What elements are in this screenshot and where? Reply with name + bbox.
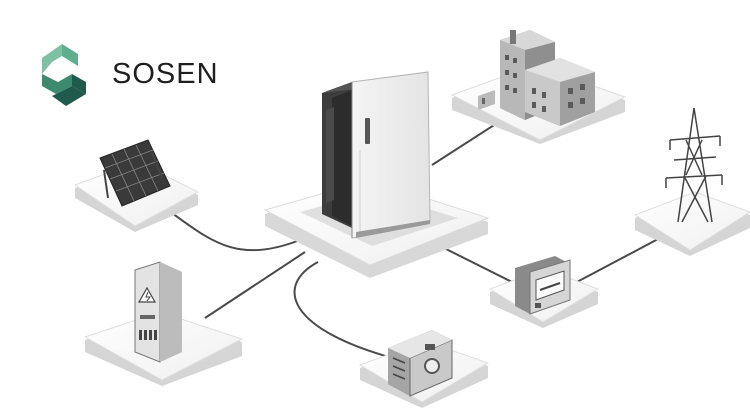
cabinet-dark-panel [332, 90, 352, 226]
brand-name: SOSEN [112, 58, 219, 90]
cabinet-display [365, 118, 370, 144]
cable-to-generator [293, 261, 401, 361]
cable-to-buildings [431, 117, 506, 166]
electric-meter-icon [515, 256, 571, 315]
distribution-cabinet-icon [134, 261, 182, 363]
connection-lines [164, 117, 661, 361]
cable-to-solar [164, 207, 301, 252]
buildings-icon [478, 30, 595, 126]
cable-to-distribution [204, 251, 306, 319]
electric-meter-node [488, 256, 600, 328]
commercial-buildings-node [450, 30, 627, 144]
power-distribution-cabinet-node [83, 261, 244, 386]
transmission-tower-icon [665, 107, 723, 223]
solar-panel-node [73, 139, 200, 232]
cabinet-front [351, 71, 431, 239]
power-transmission-tower-node [633, 107, 750, 256]
tower-tile [633, 191, 750, 251]
generator-icon [388, 330, 453, 397]
energy-storage-cabinet-node [263, 71, 490, 278]
generator-node [358, 330, 490, 408]
cable-to-tower [574, 237, 661, 284]
cable-to-meter [437, 244, 519, 286]
sosen-logo-icon [42, 44, 86, 106]
